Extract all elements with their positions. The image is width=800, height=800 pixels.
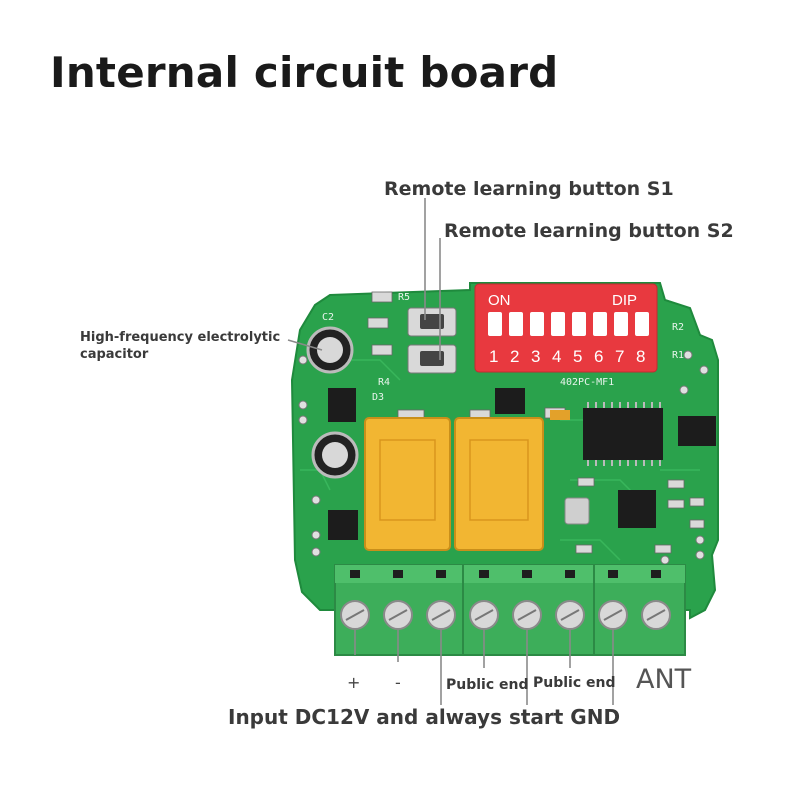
label-ant: ANT — [636, 664, 692, 695]
crystal — [564, 497, 590, 525]
dip-number: 5 — [573, 347, 582, 366]
board-marking-r1: R1 — [672, 350, 684, 361]
dip-number: 7 — [615, 347, 624, 366]
dip-number: 4 — [552, 347, 561, 366]
dip-dip-label: DIP — [612, 292, 637, 309]
label-minus: - — [395, 673, 401, 692]
board-marking-r2: R2 — [672, 322, 684, 333]
dip-number: 1 — [489, 347, 498, 366]
label-public-end-2: Public end — [533, 675, 616, 691]
capacitor-top — [306, 326, 354, 374]
ic-chip-rf — [618, 490, 656, 528]
transistor — [495, 388, 525, 414]
dip-switch — [474, 283, 658, 373]
label-plus: + — [347, 673, 361, 692]
board-marking-c2: C2 — [322, 312, 334, 323]
dip-number: 8 — [636, 347, 645, 366]
ic-chip-main — [583, 408, 663, 460]
terminal-block — [334, 564, 686, 656]
ic-chip-small — [678, 416, 716, 446]
label-learning-button-s2: Remote learning button S2 — [444, 220, 734, 242]
board-marking-r5: R5 — [398, 292, 410, 303]
board-marking-model: 402PC-MF1 — [560, 377, 614, 388]
regulator — [328, 388, 356, 422]
label-capacitor-line1: High-frequency electrolytic — [80, 330, 281, 345]
learning-button-s1 — [407, 307, 457, 337]
board-marking-r4: R4 — [378, 377, 390, 388]
dip-number: 6 — [594, 347, 603, 366]
label-capacitor-line2: capacitor — [80, 347, 149, 362]
label-input: Input DC12V and always start GND — [228, 705, 621, 729]
relay-left — [364, 417, 451, 551]
dip-numbers: 1 2 3 4 5 6 7 8 — [489, 347, 645, 366]
board-marking-d3: D3 — [372, 392, 384, 403]
dip-number: 2 — [510, 347, 519, 366]
learning-button-s2 — [407, 344, 457, 374]
relay-right — [454, 417, 544, 551]
page-title: Internal circuit board — [50, 48, 559, 97]
dip-on-label: ON — [488, 292, 511, 309]
capacitor-bottom — [311, 431, 359, 479]
label-learning-button-s1: Remote learning button S1 — [384, 178, 674, 200]
label-public-end-1: Public end — [446, 677, 529, 693]
regulator-2 — [328, 510, 358, 540]
dip-number: 3 — [531, 347, 540, 366]
dip-switch-toggles — [488, 312, 649, 336]
